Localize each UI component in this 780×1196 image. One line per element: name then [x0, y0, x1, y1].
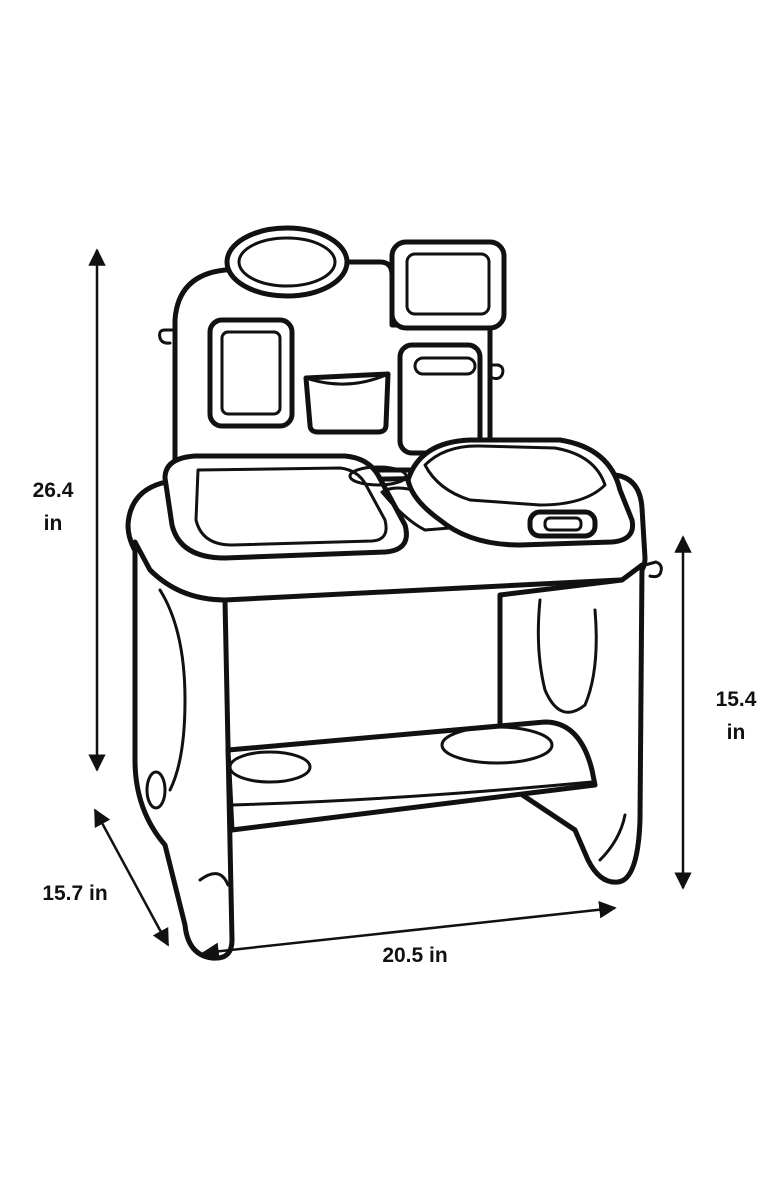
tray-height-value-label: 15.4: [716, 688, 757, 711]
storage-pocket: [303, 371, 391, 435]
small-frame: [207, 317, 295, 429]
cup-holder: [348, 465, 408, 487]
dimension-labels: 26.4 in 15.4 in 15.7 in 20.5 in: [33, 479, 757, 967]
left-leg-panel: [132, 539, 235, 961]
tray-height-unit-label: in: [727, 721, 746, 744]
height-value-label: 26.4: [33, 479, 74, 502]
oval-mirror-inner: [237, 236, 337, 288]
depth-dimension-line: [93, 808, 170, 947]
width-label: 20.5 in: [382, 944, 447, 967]
depth-label: 15.7 in: [42, 882, 107, 905]
hook-left: [158, 328, 177, 345]
shelf-basin-right: [440, 725, 554, 765]
dimension-lines: [88, 248, 692, 960]
changing-table-illustration: [125, 225, 663, 961]
bottom-shelf: [225, 719, 598, 833]
small-frame-inner: [220, 330, 282, 416]
height-unit-label: in: [44, 512, 63, 535]
right-leg-panel: [497, 562, 645, 885]
shelf-basin-left: [228, 750, 312, 784]
oval-mirror: [224, 225, 350, 299]
width-dimension-line: [201, 901, 617, 960]
square-mirror-inner: [405, 252, 491, 316]
changing-tray: [162, 453, 409, 561]
hook-right: [488, 363, 505, 381]
wipe-holder: [397, 342, 483, 456]
square-mirror: [389, 239, 507, 331]
tub-handle: [527, 509, 598, 539]
